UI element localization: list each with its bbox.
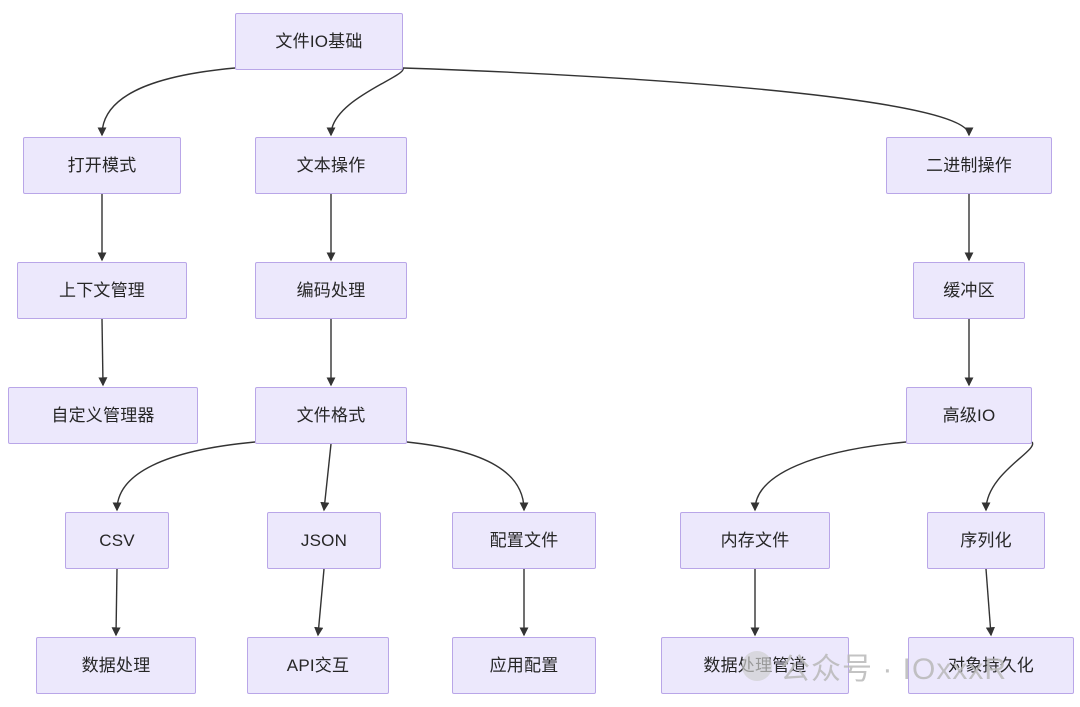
flow-node-label: 数据处理管道	[703, 656, 807, 675]
flow-edge-advio-to-serialize	[981, 441, 1034, 512]
flow-node-fileformat[interactable]: 文件格式	[255, 387, 407, 444]
flow-node-label: 对象持久化	[948, 656, 1034, 675]
flow-node-pipeline[interactable]: 数据处理管道	[661, 637, 849, 694]
flow-node-label: 缓冲区	[943, 281, 995, 300]
flow-node-csv[interactable]: CSV	[65, 512, 169, 569]
flow-node-label: 高级IO	[942, 406, 996, 425]
flow-edge-csv-to-dataproc	[111, 568, 121, 637]
flow-edge-ctxmgr-to-custommgr	[98, 318, 108, 387]
flow-node-json[interactable]: JSON	[267, 512, 381, 569]
flow-edge-serialize-to-persist	[985, 568, 995, 637]
flow-edge-fileformat-to-json	[320, 443, 332, 512]
flow-node-ctxmgr[interactable]: 上下文管理	[17, 262, 187, 319]
flow-node-buffer[interactable]: 缓冲区	[913, 262, 1025, 319]
flow-edge-advio-to-memfile	[750, 441, 907, 512]
flow-node-label: API交互	[286, 656, 350, 675]
flow-node-custommgr[interactable]: 自定义管理器	[8, 387, 198, 444]
flow-node-configfile[interactable]: 配置文件	[452, 512, 596, 569]
flow-edge-json-to-apiint	[314, 568, 325, 637]
flow-node-label: 自定义管理器	[51, 406, 155, 425]
flow-node-label: 文件格式	[296, 406, 366, 425]
flow-node-encoding[interactable]: 编码处理	[255, 262, 407, 319]
flow-node-label: 配置文件	[489, 531, 559, 550]
flow-node-apiint[interactable]: API交互	[247, 637, 389, 694]
flow-node-label: 文件IO基础	[275, 32, 363, 51]
flow-node-label: 序列化	[960, 531, 1012, 550]
flow-node-textop[interactable]: 文本操作	[255, 137, 407, 194]
flow-node-label: 打开模式	[67, 156, 137, 175]
flow-node-label: 编码处理	[296, 281, 366, 300]
flow-node-label: JSON	[300, 531, 348, 550]
flow-node-label: 上下文管理	[59, 281, 145, 300]
flow-edge-root-to-textop	[326, 67, 404, 137]
flow-edge-fileformat-to-configfile	[406, 441, 529, 512]
flow-node-label: 应用配置	[489, 656, 559, 675]
flow-node-label: 数据处理	[81, 656, 151, 675]
flow-node-openmode[interactable]: 打开模式	[23, 137, 181, 194]
flow-node-serialize[interactable]: 序列化	[927, 512, 1045, 569]
flow-node-advio[interactable]: 高级IO	[906, 387, 1032, 444]
flow-node-appconfig[interactable]: 应用配置	[452, 637, 596, 694]
flow-edge-root-to-binaryop	[402, 67, 974, 137]
flow-node-dataproc[interactable]: 数据处理	[36, 637, 196, 694]
flow-node-persist[interactable]: 对象持久化	[908, 637, 1074, 694]
flow-node-label: 二进制操作	[926, 156, 1012, 175]
flow-node-memfile[interactable]: 内存文件	[680, 512, 830, 569]
flow-edge-root-to-openmode	[97, 67, 236, 137]
flow-node-root[interactable]: 文件IO基础	[235, 13, 403, 70]
flow-node-label: 内存文件	[720, 531, 790, 550]
flow-node-label: CSV	[99, 531, 135, 550]
flow-edge-fileformat-to-csv	[112, 441, 256, 512]
flow-node-binaryop[interactable]: 二进制操作	[886, 137, 1052, 194]
flow-node-label: 文本操作	[296, 156, 366, 175]
